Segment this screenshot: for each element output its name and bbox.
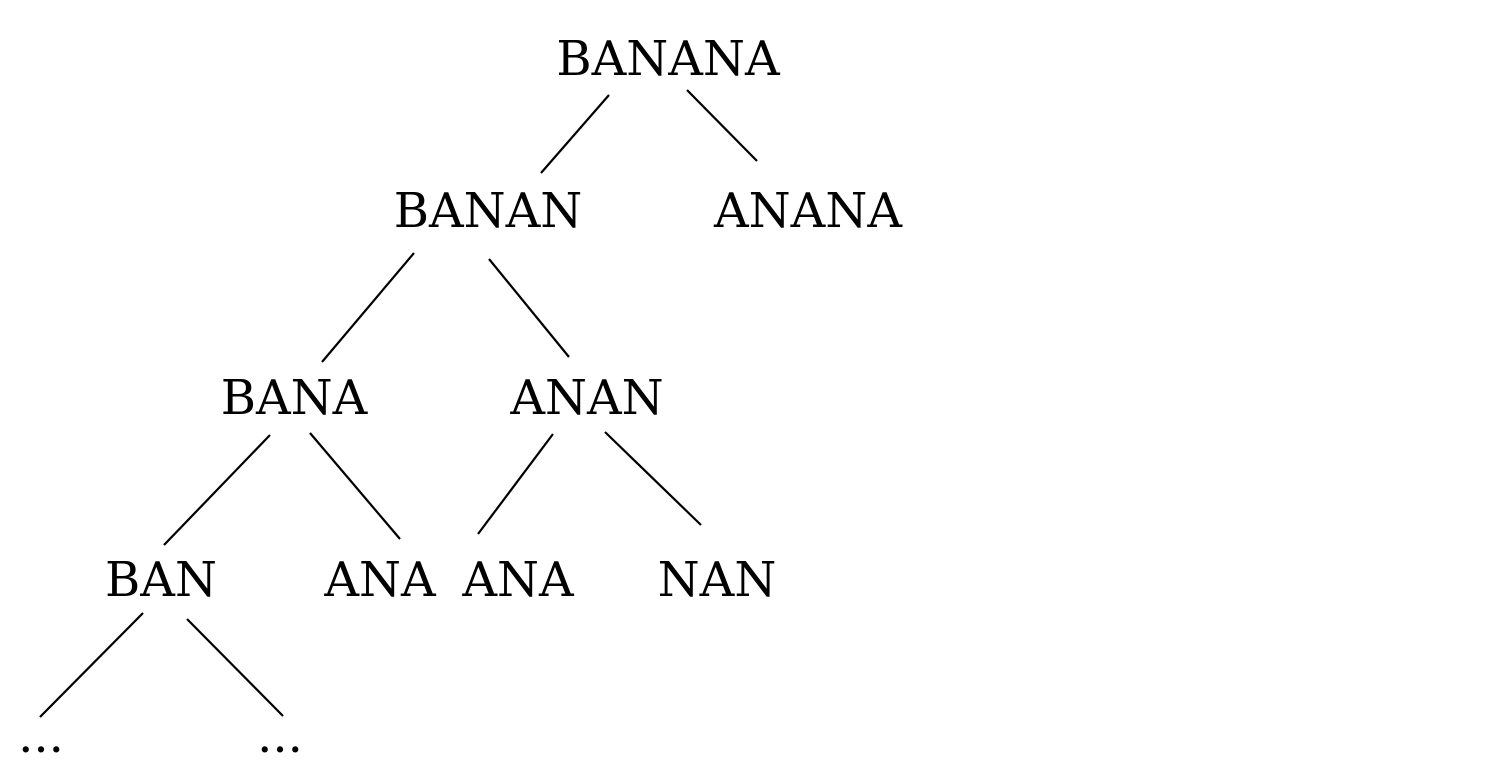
edge-banan-to-bana	[321, 252, 415, 363]
node-anana: ANANA	[714, 183, 902, 239]
node-nan: NAN	[657, 552, 777, 608]
node-ana-2: ANA	[462, 552, 574, 608]
node-ellipsis-2: ...	[257, 708, 303, 764]
tree-edges	[39, 89, 758, 718]
node-banan: BANAN	[393, 183, 583, 239]
node-ana-1: ANA	[324, 552, 436, 608]
edge-ban-to-ellipsis-2	[186, 618, 284, 717]
edge-banana-to-banan	[540, 94, 610, 174]
edge-ban-to-ellipsis-1	[39, 612, 144, 718]
edge-anan-to-ana-2	[477, 433, 554, 535]
node-ban: BAN	[105, 552, 217, 608]
node-anan: ANAN	[510, 370, 664, 426]
edge-bana-to-ban	[163, 434, 271, 546]
edge-banana-to-anana	[686, 89, 758, 162]
node-ellipsis-1: ...	[18, 708, 64, 764]
edge-anan-to-nan	[604, 431, 702, 526]
node-bana: BANA	[220, 370, 368, 426]
edge-banan-to-anan	[488, 258, 570, 358]
edge-bana-to-ana-1	[309, 432, 401, 540]
node-banana: BANANA	[556, 31, 780, 87]
